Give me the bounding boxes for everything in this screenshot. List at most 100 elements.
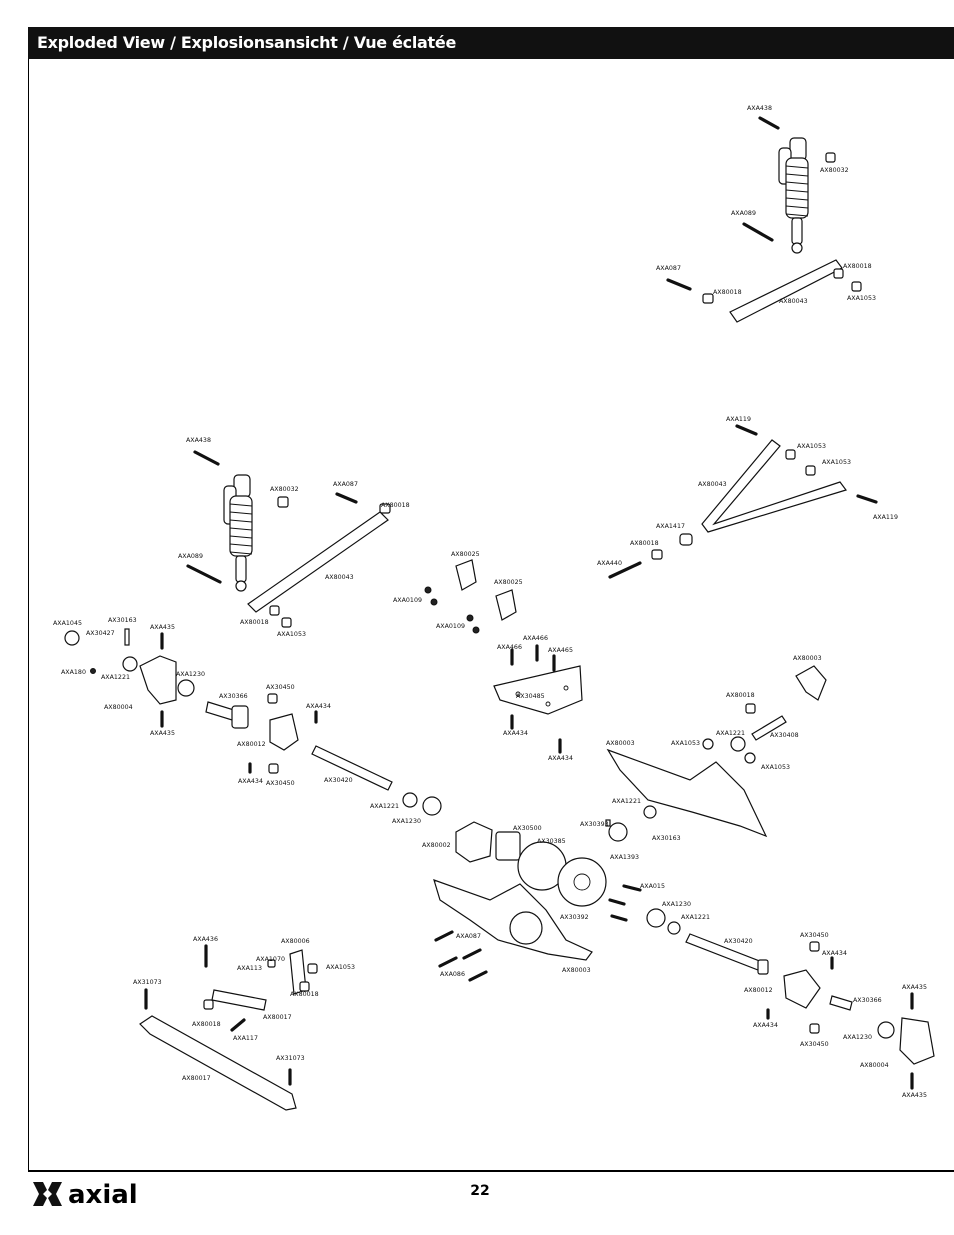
part-label: AXA1053 xyxy=(822,459,851,466)
steering-knuckle xyxy=(899,1017,935,1065)
left-knuckle-group xyxy=(64,628,657,907)
part-label: AXA466 xyxy=(497,644,522,651)
part-label: AX30408 xyxy=(770,732,799,739)
link-screw xyxy=(335,492,358,504)
part-label: AXA113 xyxy=(237,965,262,972)
part-label: AX80043 xyxy=(325,574,354,581)
bushing xyxy=(379,503,391,514)
tie-rod xyxy=(139,1015,297,1111)
part-label: AX80003 xyxy=(562,967,591,974)
link-rod xyxy=(247,511,389,613)
bearing xyxy=(877,1021,895,1039)
part-label: AXA434 xyxy=(822,950,847,957)
part-label: AXA086 xyxy=(440,971,465,978)
part-label: AXA1230 xyxy=(392,818,421,825)
part-label: AXA1053 xyxy=(326,964,355,971)
part-label: AXA434 xyxy=(503,730,528,737)
screw xyxy=(434,930,454,942)
part-label: AX30366 xyxy=(219,693,248,700)
screw xyxy=(610,914,628,922)
bearing xyxy=(646,908,666,928)
cv-yoke xyxy=(757,959,769,975)
part-label: AXA438 xyxy=(747,105,772,112)
center-mount-group xyxy=(424,559,583,754)
ring-gear xyxy=(557,857,607,907)
part-label: AXA089 xyxy=(178,553,203,560)
nut xyxy=(307,963,318,974)
nut xyxy=(785,449,796,460)
bearing xyxy=(177,679,195,697)
nut xyxy=(267,959,276,968)
diff-case xyxy=(495,831,521,861)
bushing xyxy=(702,293,714,304)
cv-shaft xyxy=(205,701,235,721)
shock-absorber xyxy=(778,137,809,254)
bushing xyxy=(299,981,310,992)
part-label: AX80012 xyxy=(744,987,773,994)
pinion-gear xyxy=(608,822,628,842)
nut xyxy=(805,465,816,476)
bearing xyxy=(643,805,657,819)
part-label: AXA087 xyxy=(456,933,481,940)
part-label: AX80017 xyxy=(263,1014,292,1021)
bearing xyxy=(730,736,746,752)
part-label: AXA1053 xyxy=(761,764,790,771)
part-label: AXA015 xyxy=(640,883,665,890)
screw xyxy=(622,884,642,892)
spacer xyxy=(825,152,836,163)
part-label: AX30392 xyxy=(560,914,589,921)
screw xyxy=(608,898,626,906)
pin xyxy=(124,628,130,646)
cv-cup xyxy=(231,705,249,729)
part-label: AX80004 xyxy=(860,1062,889,1069)
bearing xyxy=(667,921,681,935)
part-labels: AXA438 AX80032 AXA089 AXA087 AX80018 AX8… xyxy=(53,105,927,1099)
steering-knuckle xyxy=(139,655,177,705)
part-label: AXA1053 xyxy=(671,740,700,747)
part-label: AXA1070 xyxy=(256,956,285,963)
part-label: AX80043 xyxy=(779,298,808,305)
part-label: AXA1417 xyxy=(656,523,685,530)
bushing xyxy=(833,268,844,279)
part-label: AX30450 xyxy=(800,1041,829,1048)
part-label: AX30485 xyxy=(516,693,545,700)
part-label: AX80018 xyxy=(726,692,755,699)
part-label: AX80025 xyxy=(451,551,480,558)
part-label: AX30366 xyxy=(853,997,882,1004)
bushing xyxy=(809,941,820,952)
nut xyxy=(702,738,714,750)
part-label: AXA1053 xyxy=(847,295,876,302)
nut xyxy=(281,617,292,628)
part-label: AXA119 xyxy=(873,514,898,521)
part-label: AXA465 xyxy=(548,647,573,654)
part-label: AXA1053 xyxy=(277,631,306,638)
page-number: 22 xyxy=(470,1183,490,1199)
part-label: AXA466 xyxy=(523,635,548,642)
part-label: AXA1221 xyxy=(716,730,745,737)
part-label: AX80032 xyxy=(820,167,849,174)
bushing xyxy=(809,1023,820,1034)
part-label: AXA087 xyxy=(333,481,358,488)
part-label: AX30450 xyxy=(266,780,295,787)
axle-c-hub xyxy=(269,713,299,751)
axial-logo-text: axial xyxy=(68,1180,138,1210)
part-label: AX80043 xyxy=(698,481,727,488)
part-label: AX30420 xyxy=(724,938,753,945)
part-label: AXA119 xyxy=(726,416,751,423)
part-label: AX30450 xyxy=(266,684,295,691)
part-label: AXA434 xyxy=(238,778,263,785)
part-label: AX80018 xyxy=(240,619,269,626)
part-label: AX80004 xyxy=(104,704,133,711)
part-label: AXA440 xyxy=(597,560,622,567)
shock-screw xyxy=(186,564,222,584)
part-label: AX80018 xyxy=(843,263,872,270)
axle-shaft xyxy=(311,745,393,791)
shock-screw xyxy=(193,450,220,466)
part-label: AXA117 xyxy=(233,1035,258,1042)
part-label: AXA180 xyxy=(61,669,86,676)
right-axle-housing-group xyxy=(606,665,827,838)
shock-screw xyxy=(758,116,780,130)
screw xyxy=(230,1018,246,1032)
part-label: AXA434 xyxy=(306,703,331,710)
